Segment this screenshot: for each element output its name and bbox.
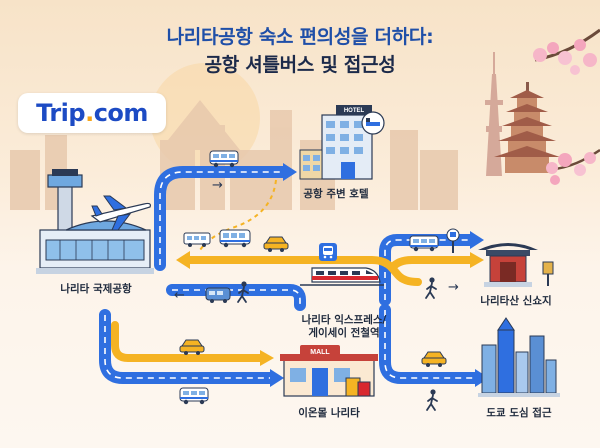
- walking-person-icon: [237, 281, 249, 303]
- narita-express-train-icon: [300, 267, 384, 286]
- airplane-icon: [90, 195, 151, 231]
- hotel-building-icon: [299, 105, 385, 180]
- label-airport: 나리타 국제공항: [60, 283, 132, 295]
- arrow-right-icon: →: [448, 280, 459, 295]
- taxi-icon: [179, 339, 205, 355]
- walking-person-icon: [425, 277, 437, 299]
- logo-dot: .: [85, 99, 94, 127]
- van-icon: [205, 287, 231, 303]
- bus-icon: [179, 387, 209, 405]
- cherry-blossom-branch: [533, 28, 600, 185]
- logo-text-end: com: [93, 99, 149, 127]
- airport-building-icon: [36, 169, 154, 274]
- bus-icon: [209, 150, 239, 168]
- bus-icon: [183, 232, 211, 247]
- station-icon: [319, 243, 337, 261]
- label-hotel: 공항 주변 호텔: [303, 188, 369, 200]
- trip-com-logo[interactable]: Trip.com: [18, 93, 166, 133]
- route-blue-main: [99, 163, 489, 387]
- tokyo-skyline-icon: [478, 317, 560, 397]
- mall-sign: MALL: [310, 349, 330, 356]
- arrow-right-icon: →: [212, 178, 223, 193]
- bus-icon: [219, 229, 251, 248]
- tokyo-skytree: [485, 52, 503, 176]
- route-yellow-rail: [111, 251, 484, 366]
- label-aeon-mall: 이온몰 나리타: [298, 407, 360, 419]
- taxi-icon: [421, 351, 447, 367]
- title-line-1: 나리타공항 숙소 편의성을 더하다:: [166, 26, 434, 48]
- aeon-mall-icon: [280, 345, 378, 397]
- label-station-line2: 게이세이 전철역: [308, 327, 380, 339]
- pagoda-icon: [494, 82, 560, 173]
- walking-person-icon: [426, 389, 438, 411]
- title-line-2: 공항 셔틀버스 및 접근성: [204, 54, 396, 76]
- label-tokyo: 도쿄 도심 접근: [486, 407, 552, 419]
- logo-text: Trip: [36, 99, 86, 127]
- taxi-icon: [263, 236, 289, 252]
- bus-stop-sign-icon: [446, 228, 460, 253]
- hotel-sign: HOTEL: [344, 108, 365, 114]
- label-station: 나리타 익스프레스/ 게이세이 전철역: [302, 314, 387, 340]
- label-shinshoji: 나리타산 신쇼지: [480, 295, 552, 307]
- bus-icon: [409, 235, 439, 252]
- arrow-left-icon: ←: [174, 288, 185, 303]
- label-station-line1: 나리타 익스프레스/: [301, 314, 387, 326]
- shinshoji-temple-icon: [478, 243, 554, 287]
